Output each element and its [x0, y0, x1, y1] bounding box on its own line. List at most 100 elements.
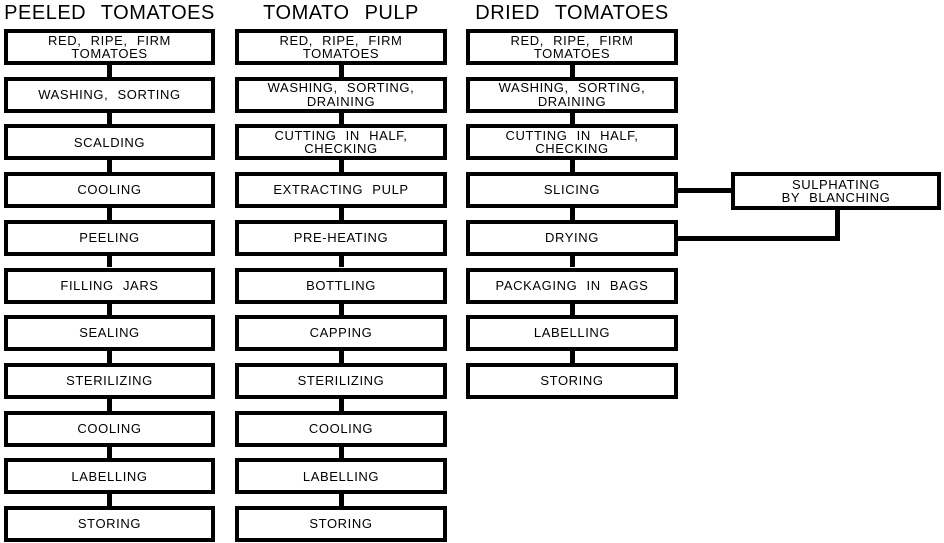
step-label: CHECKING — [535, 141, 609, 157]
step-box: COOLING — [4, 172, 215, 209]
step-box: PEELING — [4, 219, 215, 256]
step-label: LABELLING — [71, 468, 148, 484]
flow-connector — [107, 303, 112, 316]
step-label: COOLING — [77, 420, 142, 436]
step-label: WASHING, SORTING, — [267, 80, 415, 96]
step-box: COOLING — [235, 410, 447, 447]
flow-connector — [569, 65, 575, 77]
flow-connector — [569, 255, 575, 268]
step-label: BOTTLING — [306, 277, 376, 293]
step-box: CUTTING IN HALF,CHECKING — [466, 124, 678, 161]
column-title-3: DRIED TOMATOES — [475, 2, 669, 24]
step-label: RED, RIPE, FIRM — [510, 32, 634, 48]
flow-connector — [569, 208, 575, 220]
step-label: SULPHATING — [791, 176, 881, 192]
step-label: LABELLING — [533, 325, 611, 341]
step-box: LABELLING — [4, 458, 215, 495]
step-box: PRE-HEATING — [235, 219, 447, 256]
step-label: FILLING JARS — [60, 277, 159, 293]
step-box: DRYING — [466, 219, 678, 256]
step-box: CUTTING IN HALF,CHECKING — [235, 124, 447, 161]
flow-connector — [338, 398, 344, 411]
step-box: LABELLING — [466, 315, 678, 352]
step-box: SCALDING — [4, 124, 215, 161]
flow-connector — [338, 446, 344, 459]
step-label: EXTRACTING PULP — [273, 182, 409, 198]
step-label: STERILIZING — [66, 373, 153, 389]
step-box: STORING — [466, 362, 678, 399]
step-label: CUTTING IN HALF, — [274, 127, 408, 143]
step-label: DRAINING — [306, 93, 376, 109]
flow-connector — [107, 351, 112, 363]
step-label: TOMATOES — [533, 46, 611, 61]
flow-connector — [338, 255, 344, 268]
flow-connector — [338, 65, 344, 77]
step-label: WASHING, SORTING, — [498, 80, 646, 96]
step-label: SEALING — [79, 325, 140, 341]
flow-connector — [107, 160, 112, 173]
flow-connector — [107, 65, 112, 77]
step-box: STERILIZING — [235, 362, 447, 399]
step-box: WASHING, SORTING,DRAINING — [466, 76, 678, 113]
flow-connector — [338, 160, 344, 173]
step-box: BOTTLING — [235, 267, 447, 304]
step-label: COOLING — [308, 420, 374, 436]
step-label: STERILIZING — [297, 373, 385, 389]
step-label: SCALDING — [73, 134, 146, 150]
flow-connector — [107, 494, 112, 506]
slicing-to-sulphating-connector — [678, 188, 731, 193]
step-box: COOLING — [4, 410, 215, 447]
step-box: STERILIZING — [4, 362, 215, 399]
flow-connector — [107, 446, 112, 459]
step-box: CAPPING — [235, 315, 447, 352]
step-box: SEALING — [4, 315, 215, 352]
sulphating-by-blanching-box: SULPHATING BY BLANCHING — [731, 172, 941, 210]
step-label: PEELING — [79, 230, 140, 246]
step-box: WASHING, SORTING — [4, 76, 215, 113]
flow-connector — [569, 351, 575, 363]
step-label: STORING — [77, 516, 142, 532]
flow-connector — [107, 112, 112, 125]
flow-connector — [569, 112, 575, 125]
step-label: TOMATOES — [302, 46, 380, 61]
step-label: RED, RIPE, FIRM — [279, 32, 403, 48]
step-label: RED, RIPE, FIRM — [47, 32, 171, 48]
flow-connector — [338, 303, 344, 316]
column-title-2: TOMATO PULP — [263, 2, 419, 24]
step-label: BY BLANCHING — [781, 190, 891, 205]
sulphating-to-drying-connector — [678, 236, 840, 241]
step-label: STORING — [540, 373, 604, 389]
step-box: PACKAGING IN BAGS — [466, 267, 678, 304]
flow-connector — [338, 112, 344, 125]
flow-connector — [569, 303, 575, 316]
step-label: CHECKING — [304, 141, 378, 157]
step-label: COOLING — [77, 182, 142, 198]
flow-connector — [107, 208, 112, 220]
step-label: PRE-HEATING — [293, 230, 389, 246]
step-label: DRYING — [545, 230, 599, 246]
step-box: SLICING — [466, 172, 678, 209]
step-box: EXTRACTING PULP — [235, 172, 447, 209]
flow-connector — [107, 398, 112, 411]
flow-connector — [107, 255, 112, 268]
step-label: CAPPING — [309, 325, 373, 341]
step-label: LABELLING — [302, 468, 380, 484]
step-label: DRAINING — [537, 93, 607, 109]
step-label: TOMATOES — [71, 46, 148, 61]
flow-connector — [338, 208, 344, 220]
step-label: STORING — [309, 516, 373, 532]
step-box: LABELLING — [235, 458, 447, 495]
step-label: PACKAGING IN BAGS — [495, 277, 649, 293]
flow-connector — [338, 494, 344, 506]
flow-connector — [338, 351, 344, 363]
step-label: SLICING — [543, 182, 601, 198]
step-label: WASHING, SORTING — [38, 86, 181, 102]
sulphating-elbow-vertical-connector — [835, 210, 840, 241]
flow-connector — [569, 160, 575, 173]
column-title-1: PEELED TOMATOES — [4, 2, 215, 24]
step-box: STORING — [235, 506, 447, 542]
